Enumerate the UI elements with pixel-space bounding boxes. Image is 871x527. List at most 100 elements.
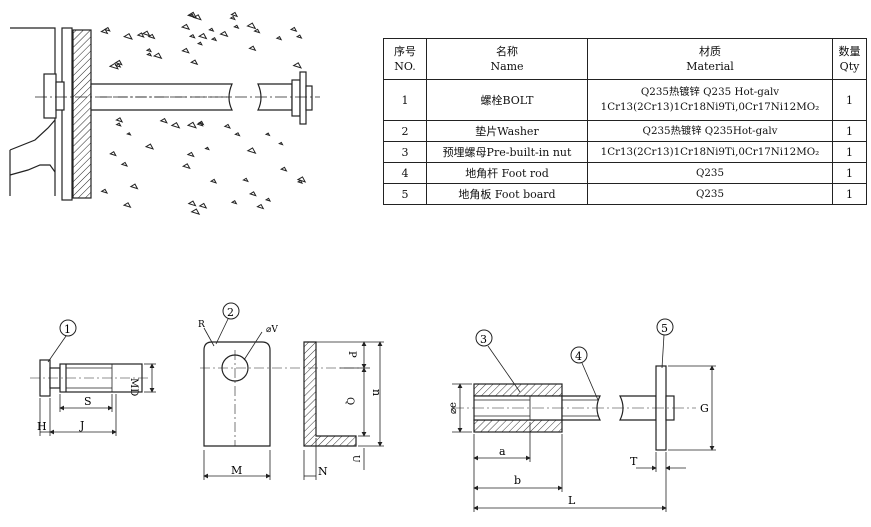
- part-3-nut: [473, 383, 563, 433]
- table-row: 3 预埋螺母Pre-built-in nut 1Cr13(2Cr13)1Cr18…: [383, 141, 867, 163]
- foot-board-plate: [61, 27, 73, 201]
- aggregate-mark: [256, 203, 265, 210]
- aggregate-mark: [187, 11, 198, 19]
- cell-material: Q235: [587, 162, 833, 184]
- aggregate-mark: [114, 63, 122, 68]
- cell-no: 5: [383, 183, 427, 205]
- aggregate-mark: [223, 123, 231, 129]
- aggregate-mark: [141, 30, 151, 37]
- aggregate-mark: [197, 32, 208, 40]
- aggregate-mark: [100, 188, 109, 194]
- aggregate-mark: [146, 52, 153, 57]
- aggregate-mark: [187, 200, 197, 207]
- cell-name: 预埋螺母Pre-built-in nut: [426, 141, 588, 163]
- cell-qty: 1: [832, 120, 867, 142]
- cell-no: 3: [383, 141, 427, 163]
- assembly-drawing: [9, 11, 320, 215]
- aggregate-mark: [190, 59, 199, 66]
- aggregate-mark: [196, 41, 203, 46]
- aggregate-mark: [296, 179, 304, 184]
- aggregate-mark: [219, 30, 229, 38]
- aggregate-mark: [180, 23, 191, 31]
- part-1-bolt: [30, 359, 150, 397]
- aggregate-mark: [210, 37, 218, 42]
- aggregate-mark: [198, 202, 208, 209]
- cell-name: 垫片Washer: [426, 120, 588, 142]
- dim-label-t: T: [630, 455, 638, 468]
- wall-plate-hatched: [72, 29, 92, 199]
- aggregate-mark: [292, 62, 303, 69]
- aggregate-mark: [278, 141, 284, 146]
- aggregate-mark: [115, 122, 122, 127]
- cell-no: 2: [383, 120, 427, 142]
- aggregate-mark: [186, 121, 197, 129]
- aggregate-mark: [296, 176, 307, 183]
- cell-material: Q235: [587, 183, 833, 205]
- dim-label-r: R: [198, 320, 205, 330]
- aggregate-mark: [295, 34, 303, 39]
- aggregate-mark: [186, 151, 195, 158]
- table-row: 2 垫片Washer Q235热镀锌 Q235Hot-galv 1: [383, 120, 867, 142]
- cell-qty: 1: [832, 162, 867, 184]
- dim-label-n2: n: [370, 389, 383, 396]
- aggregate-mark: [145, 48, 153, 53]
- aggregate-mark: [230, 11, 239, 18]
- aggregate-mark: [126, 132, 132, 136]
- aggregate-mark: [248, 45, 257, 52]
- cell-no: 1: [383, 79, 427, 121]
- aggregate-mark: [188, 33, 196, 39]
- dim-label-p: P: [346, 351, 357, 358]
- dim-label-md: MD: [128, 378, 139, 396]
- aggregate-mark: [209, 178, 218, 184]
- cell-material: Q235热镀锌 Q235Hot-galv: [587, 120, 833, 142]
- aggregate-mark: [181, 163, 191, 170]
- aggregate-mark: [279, 166, 288, 172]
- dim-label-q: Q: [344, 397, 355, 405]
- cell-name: 地角板 Foot board: [426, 183, 588, 205]
- part-2-dimensions: [203, 302, 384, 480]
- cell-qty: 1: [832, 79, 867, 121]
- dim-label-phiv: ⌀V: [266, 325, 278, 335]
- aggregate-mark: [152, 52, 163, 60]
- part-2-washer-side: [290, 341, 360, 447]
- aggregate-mark: [103, 26, 111, 32]
- table-row: 5 地角板 Foot board Q235 1: [383, 183, 867, 205]
- aggregate-mark: [109, 151, 117, 157]
- dim-label-j: J: [79, 419, 84, 432]
- aggregate-mark: [204, 146, 210, 151]
- callout-4: 4: [575, 350, 582, 363]
- cell-name: 螺栓BOLT: [426, 79, 588, 121]
- dim-label-a: a: [499, 445, 506, 458]
- callout-1: 1: [64, 323, 71, 336]
- cell-material: 1Cr13(2Cr13)1Cr18Ni9Ti,0Cr17Ni12MO₂: [587, 141, 833, 163]
- aggregate-mark: [233, 24, 240, 29]
- callout-3: 3: [480, 333, 487, 346]
- aggregate-mark: [120, 161, 129, 167]
- part-4-rod: [561, 395, 657, 421]
- aggregate-mark: [264, 132, 271, 137]
- aggregate-mark: [190, 208, 201, 215]
- aggregate-mark: [230, 200, 238, 205]
- aggregate-mark: [229, 15, 236, 21]
- dim-label-h: H: [37, 420, 47, 433]
- aggregate-mark: [242, 177, 249, 183]
- dim-label-l: L: [568, 494, 576, 507]
- aggregate-mark: [234, 132, 241, 137]
- dim-label-b: b: [514, 474, 521, 487]
- aggregate-mark: [136, 32, 145, 38]
- aggregate-mark: [248, 191, 257, 197]
- aggregate-mark: [122, 33, 133, 40]
- end-washer: [291, 71, 313, 125]
- aggregate-mark: [192, 14, 202, 21]
- cell-no: 4: [383, 162, 427, 184]
- aggregate-mark: [122, 202, 132, 209]
- aggregate-mark: [115, 117, 124, 123]
- aggregate-mark: [181, 47, 190, 54]
- dim-label-n: N: [318, 465, 328, 478]
